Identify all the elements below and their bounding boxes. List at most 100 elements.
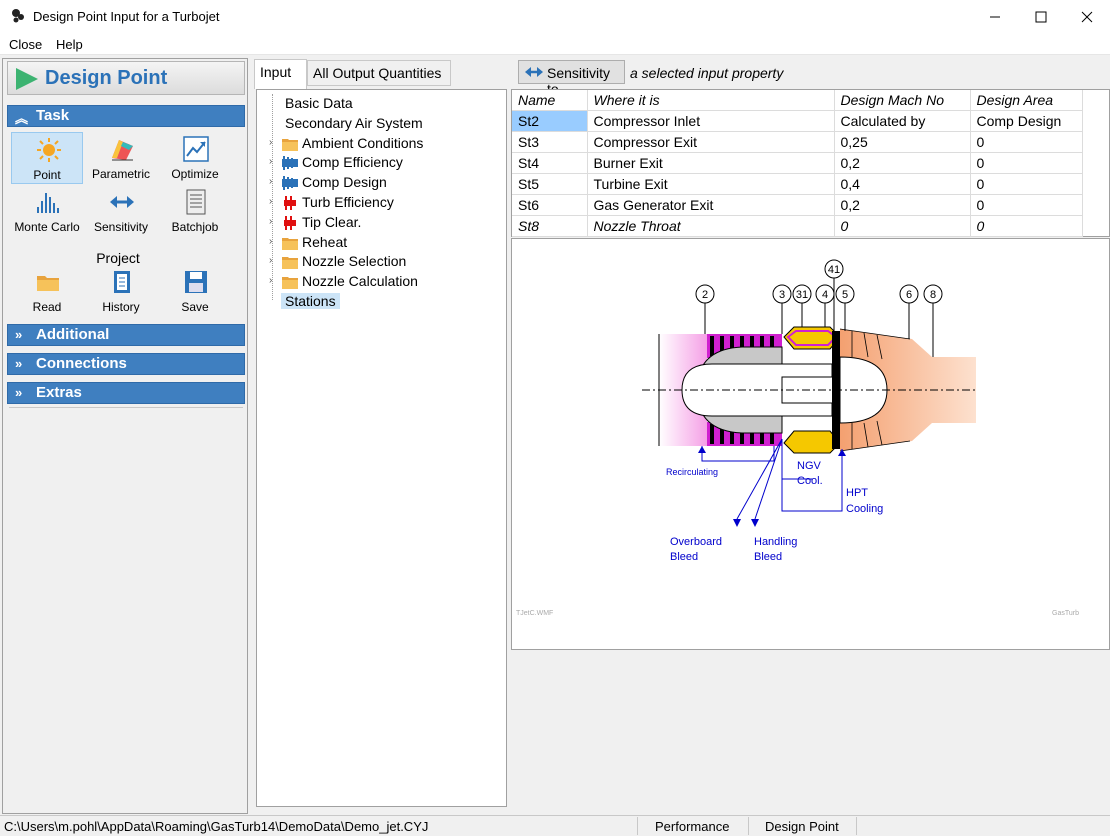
compressor-icon — [282, 176, 298, 191]
minimize-button[interactable] — [972, 0, 1018, 33]
tool-batchjob[interactable]: Batchjob — [159, 185, 231, 237]
folder-icon — [282, 275, 298, 290]
table-cell[interactable]: 0,2 — [834, 194, 971, 216]
sensitivity-hint: a selected input property — [630, 65, 784, 81]
table-cell[interactable]: Turbine Exit — [587, 173, 835, 195]
expand-chevron-icon: » — [15, 385, 23, 400]
sensitivity-icon — [110, 196, 134, 208]
table-cell[interactable]: Gas Generator Exit — [587, 194, 835, 216]
table-cell[interactable]: St6 — [512, 194, 588, 216]
tab-input[interactable]: Input — [254, 59, 307, 89]
play-arrow-icon — [16, 68, 38, 90]
table-cell[interactable]: St8 — [512, 215, 588, 237]
table-cell[interactable]: 0,4 — [834, 173, 971, 195]
station-label: 2 — [702, 289, 708, 301]
table-cell[interactable]: Calculated by — [834, 110, 971, 132]
batchjob-icon — [186, 189, 206, 215]
table-cell[interactable]: 0 — [970, 173, 1083, 195]
tool-sensitivity-label: Sensitivity — [93, 220, 149, 234]
menu-bar: Close Help — [0, 33, 1110, 55]
station-label: 31 — [796, 289, 808, 301]
table-cell[interactable]: Compressor Inlet — [587, 110, 835, 132]
maximize-button[interactable] — [1018, 0, 1064, 33]
diagram-filename: TJetC.WMF — [516, 610, 553, 617]
station-label: 8 — [930, 289, 936, 301]
folder-icon — [282, 137, 298, 151]
table-cell[interactable]: Comp Design — [970, 110, 1083, 132]
table-cell[interactable]: Burner Exit — [587, 152, 835, 174]
tool-save[interactable]: Save — [159, 265, 231, 317]
col-where-header[interactable]: Where it is — [587, 90, 835, 111]
station-label: 5 — [842, 289, 848, 301]
tool-monte-carlo[interactable]: Monte Carlo — [11, 185, 83, 237]
table-cell[interactable]: St5 — [512, 173, 588, 195]
expand-chevron-icon[interactable]: › — [269, 235, 273, 247]
title-bar: Design Point Input for a Turbojet — [0, 0, 1110, 33]
tool-parametric[interactable]: Parametric — [85, 132, 157, 184]
optimize-icon — [183, 136, 209, 162]
sensitivity-button[interactable]: Sensitivity to — [518, 60, 625, 97]
tree-item-label: Comp Design — [302, 174, 387, 191]
col-name-header[interactable]: Name — [512, 90, 588, 111]
monte-carlo-icon — [37, 193, 59, 213]
task-section-bar[interactable]: ︽ Task — [7, 105, 245, 127]
station-label: 3 — [779, 289, 785, 301]
table-cell[interactable]: 0 — [970, 152, 1083, 174]
tool-history-label: History — [102, 300, 140, 314]
stations-grid: Name Where it is Design Mach No Design A… — [511, 89, 1110, 237]
tree-item-label: Basic Data — [285, 95, 353, 111]
expand-chevron-icon[interactable]: › — [269, 196, 273, 207]
col-mach-header[interactable]: Design Mach No — [834, 90, 971, 111]
table-cell[interactable]: Compressor Exit — [587, 131, 835, 153]
tool-sensitivity[interactable]: Sensitivity — [85, 185, 157, 237]
tool-optimize[interactable]: Optimize — [159, 132, 231, 184]
table-cell[interactable]: St3 — [512, 131, 588, 153]
expand-chevron-icon[interactable]: › — [269, 275, 273, 287]
status-separator — [637, 817, 638, 835]
sun-icon — [37, 138, 61, 162]
additional-section-bar[interactable]: » Additional — [7, 324, 245, 346]
expand-chevron-icon[interactable]: › — [269, 136, 273, 148]
table-cell[interactable]: 0 — [834, 215, 971, 237]
table-cell[interactable]: Nozzle Throat — [587, 215, 835, 237]
tool-point-label: Point — [33, 168, 61, 182]
expand-chevron-icon[interactable]: › — [269, 255, 273, 267]
tool-point[interactable]: Point — [11, 132, 83, 184]
close-icon — [1081, 11, 1093, 22]
tree-item-label: Comp Efficiency — [302, 154, 403, 171]
diagram-label-overboard: Overboard — [670, 536, 722, 548]
connections-section-bar[interactable]: » Connections — [7, 353, 245, 375]
turbojet-schematic: 2 3 31 4 41 5 6 8 Recirculating NGV Cool… — [516, 259, 1079, 617]
table-cell[interactable]: 0 — [970, 194, 1083, 216]
tool-history[interactable]: History — [85, 265, 157, 317]
divider — [9, 407, 243, 408]
table-cell[interactable]: St2 — [512, 110, 588, 132]
table-cell[interactable]: St4 — [512, 152, 588, 174]
table-cell[interactable]: 0 — [970, 131, 1083, 153]
close-button[interactable] — [1064, 0, 1110, 33]
design-point-title: Design Point — [45, 67, 168, 89]
expand-chevron-icon: » — [15, 327, 23, 342]
menu-close[interactable]: Close — [9, 37, 43, 52]
expand-chevron-icon[interactable]: › — [269, 176, 273, 188]
tool-batchjob-label: Batchjob — [171, 220, 219, 234]
turbine-icon — [282, 215, 298, 230]
table-cell[interactable]: 0,25 — [834, 131, 971, 153]
table-cell[interactable]: 0 — [970, 215, 1083, 237]
tab-all-outputs[interactable]: All Output Quantities — [307, 60, 451, 86]
expand-chevron-icon[interactable]: › — [269, 156, 273, 168]
col-area-header[interactable]: Design Area — [970, 90, 1083, 111]
extras-section-bar[interactable]: » Extras — [7, 382, 245, 404]
menu-help[interactable]: Help — [56, 37, 83, 52]
table-cell[interactable]: 0,2 — [834, 152, 971, 174]
tool-read[interactable]: Read — [11, 265, 83, 317]
diagram-label-cooling: Cooling — [846, 503, 883, 515]
tree-item-label: Reheat — [302, 233, 348, 250]
expand-chevron-icon[interactable]: › — [269, 215, 273, 227]
